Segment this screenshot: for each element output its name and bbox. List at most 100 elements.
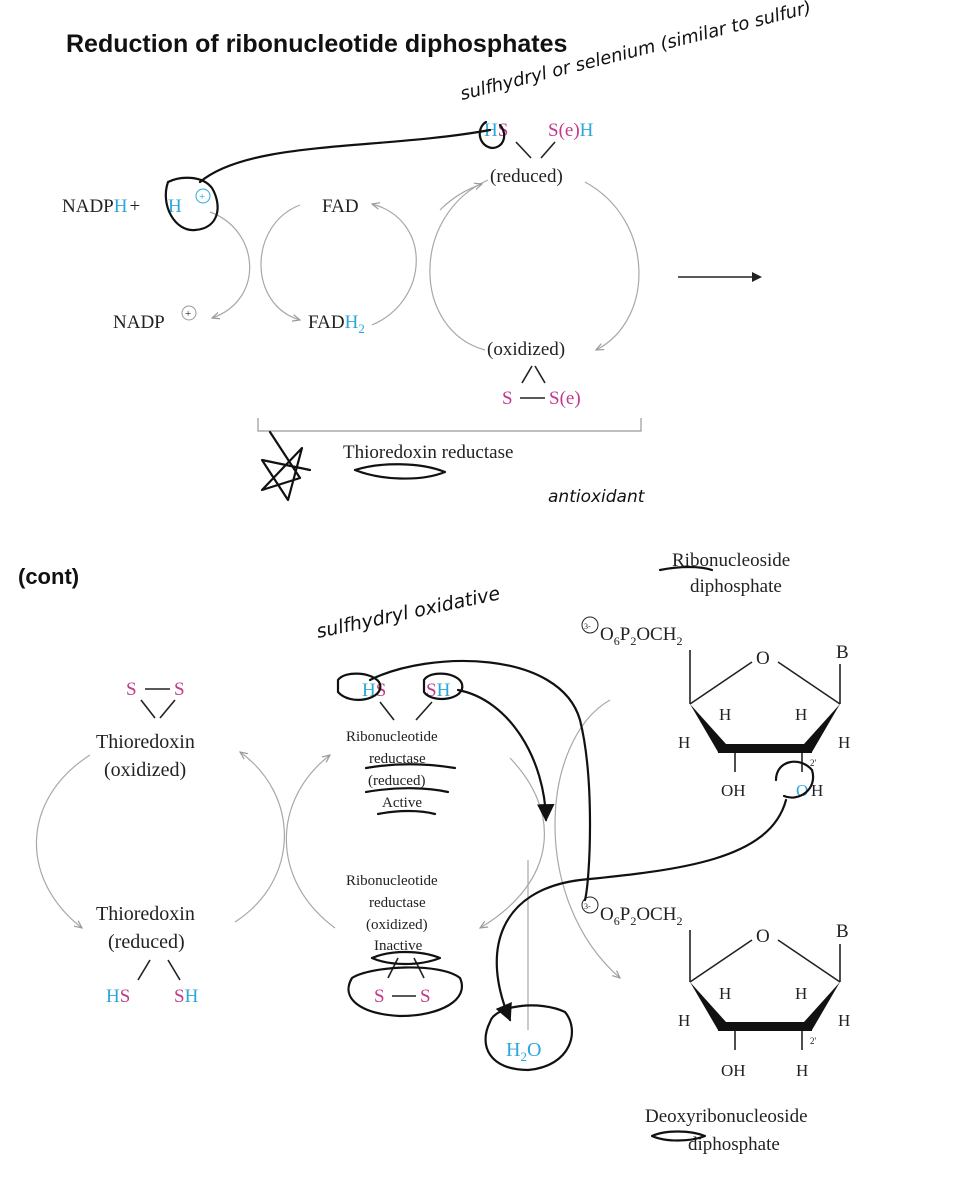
curve-arrow <box>554 699 620 978</box>
thioredoxin-reduced-state: (reduced) <box>108 931 185 953</box>
h-label: H <box>678 1011 690 1030</box>
deoxy-label-2: diphosphate <box>688 1134 780 1155</box>
h-label: H <box>838 733 850 752</box>
curve-arrow <box>234 752 285 923</box>
trx-s2: S <box>174 679 185 700</box>
oxidized-label-top: (oxidized) <box>487 339 565 360</box>
bond <box>137 959 151 981</box>
handwritten-circle <box>774 760 815 799</box>
handwritten-arrow <box>495 798 788 1022</box>
proton-charge: + <box>199 191 205 203</box>
h-label: H <box>719 705 731 724</box>
handwritten-strike <box>370 950 442 966</box>
nadp-charge: + <box>185 308 191 320</box>
h-label: H <box>796 1061 808 1080</box>
nadp-label: NADP <box>113 312 165 333</box>
seh-right-top: S(e)H <box>548 120 594 141</box>
enzyme-bracket <box>257 418 642 432</box>
handwritten-circle <box>422 672 464 700</box>
cont-label: (cont) <box>18 564 79 589</box>
handwritten-strike <box>650 1130 707 1142</box>
rnr-oxidized-name: Ribonucleotide <box>346 873 438 889</box>
charge-circle <box>195 188 211 204</box>
bond <box>689 661 753 705</box>
bond <box>777 661 841 705</box>
handwritten-note-bottom: sulfhydryl oxidative <box>314 582 502 642</box>
bond <box>415 701 433 721</box>
handwritten-scribble <box>260 430 312 502</box>
handwritten-underline <box>364 787 450 794</box>
bond <box>167 959 181 981</box>
phosphate-charge: 3- <box>584 902 591 911</box>
trx-sh: SH <box>174 986 199 1007</box>
rnr-reduced-reductase: reductase <box>369 751 426 767</box>
proton-label: H <box>168 196 182 217</box>
deoxyribose-structure: 3- O6P2OCH2 O B H H H H OH H 2' <box>581 896 850 1080</box>
handwritten-circle <box>347 966 463 1018</box>
base-label: B <box>836 642 849 663</box>
enzyme-label: Thioredoxin reductase <box>343 442 513 463</box>
phosphate-charge: 3- <box>584 622 591 631</box>
rnr-s2: S <box>420 986 431 1007</box>
water-label: H2O <box>506 1039 541 1064</box>
handwritten-circle <box>164 176 219 232</box>
bond <box>777 939 841 983</box>
phosphate-group: O6P2OCH2 <box>600 904 682 928</box>
rnr-inactive: Inactive <box>374 938 423 954</box>
h-label: H <box>838 1011 850 1030</box>
page-title: Reduction of ribonucleotide diphosphates <box>66 30 567 58</box>
oh-label: OH <box>721 781 746 800</box>
curve-arrow <box>285 755 336 929</box>
charge-circle <box>581 616 599 634</box>
nadph-label: NADPH+ <box>62 196 140 217</box>
arrow-head <box>752 272 762 282</box>
phosphate-group: O6P2OCH2 <box>600 624 682 648</box>
ribonucleoside-label: Ribonucleoside <box>672 550 790 571</box>
handwritten-circle <box>478 120 506 150</box>
charge-circle <box>581 896 599 914</box>
handwritten-circle <box>336 672 382 701</box>
bond <box>140 699 156 719</box>
reduced-label-top: (reduced) <box>490 166 563 187</box>
h-label: H <box>811 781 823 800</box>
fad-label: FAD <box>322 196 359 217</box>
ring-oxygen: O <box>756 926 770 947</box>
curve-arrow <box>372 204 417 326</box>
rnr-oxidized-reductase: reductase <box>369 895 426 911</box>
handwritten-arrow <box>198 128 492 184</box>
ring-oxygen: O <box>756 648 770 669</box>
handwritten-underline <box>376 809 437 816</box>
wedge-bond <box>804 704 840 752</box>
wedge-bond <box>718 1022 812 1031</box>
h-label: H <box>678 733 690 752</box>
bond <box>689 939 753 983</box>
wedge-bond <box>690 982 726 1030</box>
handwritten-note-antioxidant: antioxidant <box>548 487 646 507</box>
wedge-bond <box>804 982 840 1030</box>
s-left-top: S <box>502 388 513 409</box>
two-prime-label: 2' <box>810 758 817 768</box>
thioredoxin-reduced-name: Thioredoxin <box>96 903 195 925</box>
bond <box>515 141 532 159</box>
bond <box>159 699 176 719</box>
two-prime-label: 2' <box>810 1036 817 1046</box>
thioredoxin-oxidized-name: Thioredoxin <box>96 731 195 753</box>
rnr-reduced-name: Ribonucleotide <box>346 729 438 745</box>
charge-circle <box>181 305 197 321</box>
handwritten-strike <box>658 565 714 572</box>
handwritten-arrow <box>368 659 592 902</box>
rnr-s1: S <box>374 986 385 1007</box>
handwritten-strike <box>353 463 447 480</box>
rnr-hs: HS <box>362 680 386 701</box>
curve-arrow <box>35 754 91 928</box>
bond <box>534 365 546 384</box>
trx-hs: HS <box>106 986 130 1007</box>
curve-arrow <box>260 204 300 320</box>
se-right-top: S(e) <box>549 388 581 409</box>
rnr-oxidized-state: (oxidized) <box>366 917 428 933</box>
handwritten-circle <box>484 1004 573 1072</box>
trx-s1: S <box>126 679 137 700</box>
oh-label: OH <box>721 1061 746 1080</box>
ribose-structure: 3- O6P2OCH2 O B H H H H OH O H 2' <box>581 616 850 800</box>
base-label: B <box>836 921 849 942</box>
